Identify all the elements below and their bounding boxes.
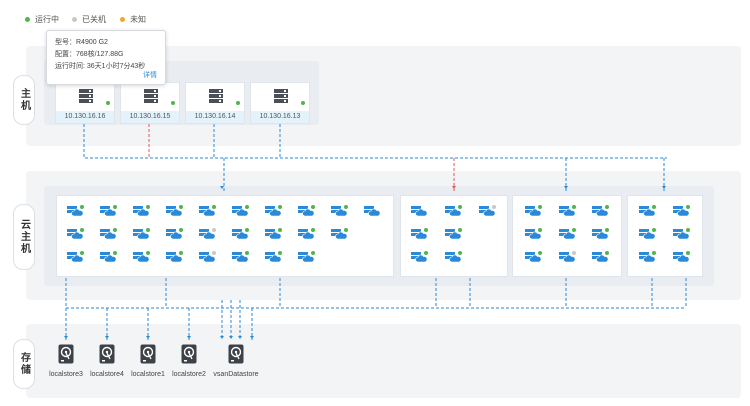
- legend-label: 已关机: [82, 15, 106, 24]
- vm-icon[interactable]: [132, 251, 150, 264]
- vm-icon[interactable]: [591, 228, 609, 241]
- vm-icon[interactable]: [672, 251, 690, 264]
- tooltip-model: 型号：R4900 G2: [55, 39, 108, 46]
- host-ip: 10.130.16.16: [56, 111, 114, 123]
- server-icon: [144, 89, 158, 104]
- storage-section-label: 存储: [13, 339, 35, 389]
- vm-icon[interactable]: [591, 205, 609, 218]
- vm-icon[interactable]: [297, 205, 315, 218]
- vm-icon[interactable]: [558, 228, 576, 241]
- storage-label: localstore2: [172, 371, 206, 378]
- host-section-label: 主机: [13, 75, 35, 125]
- vm-icon[interactable]: [132, 205, 150, 218]
- stopped-dot-icon: [72, 17, 77, 22]
- vm-icon[interactable]: [297, 251, 315, 264]
- status-dot-icon: [106, 101, 110, 105]
- status-dot-icon: [171, 101, 175, 105]
- vm-section-label: 云主机: [13, 204, 35, 270]
- storage-disk-icon[interactable]: [181, 344, 197, 364]
- storage-label: localstore4: [90, 371, 124, 378]
- vm-icon[interactable]: [591, 251, 609, 264]
- host-ip: 10.130.16.14: [186, 111, 244, 123]
- storage-label: localstore1: [131, 371, 165, 378]
- legend-unknown: 未知: [120, 14, 146, 25]
- host-card[interactable]: 10.130.16.16: [55, 82, 115, 124]
- tooltip-details-link[interactable]: 详情: [143, 72, 157, 79]
- vm-icon[interactable]: [330, 205, 348, 218]
- vm-icon[interactable]: [363, 205, 381, 218]
- vm-icon[interactable]: [444, 251, 462, 264]
- vm-icon[interactable]: [558, 251, 576, 264]
- storage-label: localstore3: [49, 371, 83, 378]
- status-dot-icon: [236, 101, 240, 105]
- legend-label: 运行中: [35, 15, 59, 24]
- running-dot-icon: [25, 17, 30, 22]
- vm-icon[interactable]: [638, 205, 656, 218]
- vm-icon[interactable]: [66, 228, 84, 241]
- vm-icon[interactable]: [99, 205, 117, 218]
- host-ip: 10.130.16.13: [251, 111, 309, 123]
- vm-icon[interactable]: [231, 228, 249, 241]
- tooltip-uptime: 运行时间: 36天1小时7分43秒: [55, 63, 146, 70]
- storage-label: vsanDatastore: [213, 371, 259, 378]
- server-icon: [79, 89, 93, 104]
- vm-icon[interactable]: [524, 228, 542, 241]
- vm-icon[interactable]: [231, 205, 249, 218]
- vm-icon[interactable]: [165, 228, 183, 241]
- vm-icon[interactable]: [297, 228, 315, 241]
- legend-stopped: 已关机: [72, 14, 106, 25]
- storage-disk-icon[interactable]: [99, 344, 115, 364]
- vm-icon[interactable]: [198, 251, 216, 264]
- server-icon: [274, 89, 288, 104]
- host-tooltip: 型号：R4900 G2 配置：768核/127.88G 运行时间: 36天1小时…: [46, 30, 166, 85]
- vm-icon[interactable]: [198, 228, 216, 241]
- vm-icon[interactable]: [672, 228, 690, 241]
- vm-icon[interactable]: [558, 205, 576, 218]
- vm-icon[interactable]: [264, 205, 282, 218]
- vm-icon[interactable]: [478, 205, 496, 218]
- vm-icon[interactable]: [444, 205, 462, 218]
- vm-icon[interactable]: [410, 251, 428, 264]
- legend-running: 运行中: [25, 14, 59, 25]
- status-dot-icon: [301, 101, 305, 105]
- host-card[interactable]: 10.130.16.15: [120, 82, 180, 124]
- vm-icon[interactable]: [165, 205, 183, 218]
- storage-disk-icon[interactable]: [58, 344, 74, 364]
- vm-icon[interactable]: [330, 228, 348, 241]
- vm-icon[interactable]: [198, 205, 216, 218]
- storage-disk-icon[interactable]: [228, 344, 244, 364]
- vm-icon[interactable]: [165, 251, 183, 264]
- vm-icon[interactable]: [264, 228, 282, 241]
- storage-disk-icon[interactable]: [140, 344, 156, 364]
- vm-icon[interactable]: [66, 251, 84, 264]
- vm-icon[interactable]: [99, 251, 117, 264]
- vm-icon[interactable]: [132, 228, 150, 241]
- vm-icon[interactable]: [66, 205, 84, 218]
- vm-icon[interactable]: [99, 228, 117, 241]
- tooltip-config: 配置：768核/127.88G: [55, 51, 124, 58]
- host-card[interactable]: 10.130.16.13: [250, 82, 310, 124]
- unknown-dot-icon: [120, 17, 125, 22]
- vm-icon[interactable]: [410, 228, 428, 241]
- vm-icon[interactable]: [524, 251, 542, 264]
- vm-icon[interactable]: [264, 251, 282, 264]
- server-icon: [209, 89, 223, 104]
- vm-icon[interactable]: [638, 228, 656, 241]
- vm-icon[interactable]: [231, 251, 249, 264]
- vm-icon[interactable]: [444, 228, 462, 241]
- vm-icon[interactable]: [672, 205, 690, 218]
- legend-label: 未知: [130, 15, 146, 24]
- host-ip: 10.130.16.15: [121, 111, 179, 123]
- vm-icon[interactable]: [638, 251, 656, 264]
- vm-icon[interactable]: [524, 205, 542, 218]
- vm-icon[interactable]: [410, 205, 428, 218]
- host-card[interactable]: 10.130.16.14: [185, 82, 245, 124]
